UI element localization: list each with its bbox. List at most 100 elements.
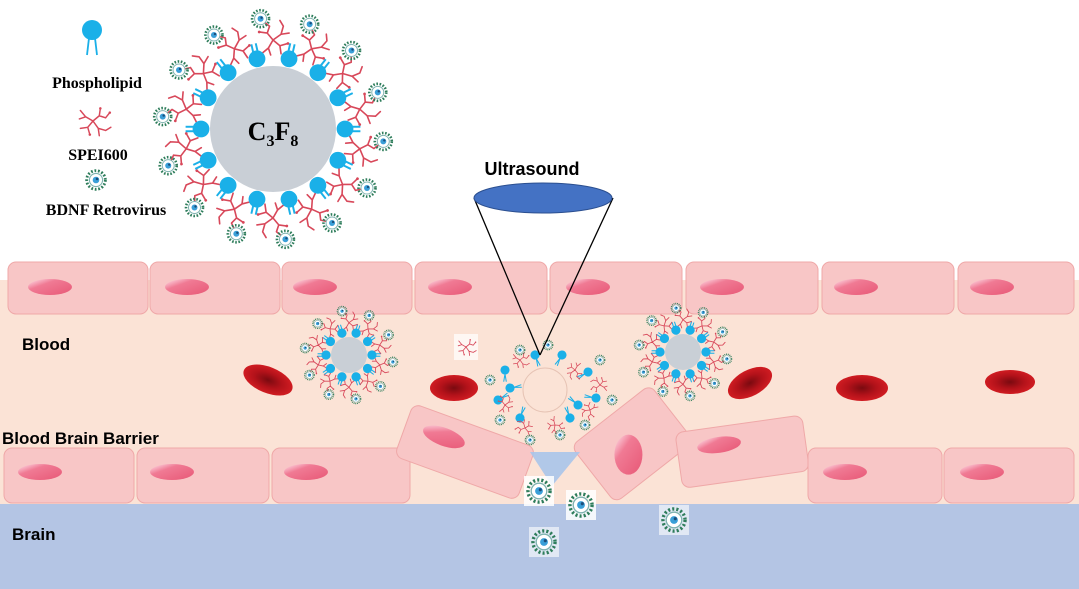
bdnf-retrovirus bbox=[709, 378, 720, 389]
endothelial-cell bbox=[943, 447, 1075, 504]
bdnf-retrovirus bbox=[357, 178, 377, 198]
large-microbubble bbox=[152, 8, 394, 250]
bdnf-retrovirus bbox=[494, 414, 506, 426]
phospholipid bbox=[337, 372, 347, 386]
cell-nucleus bbox=[28, 279, 72, 295]
bdnf-retrovirus bbox=[363, 310, 375, 321]
bdnf-retrovirus bbox=[606, 394, 618, 406]
endothelial-cell bbox=[136, 447, 270, 504]
bdnf-retrovirus bbox=[717, 326, 728, 338]
phospholipid bbox=[696, 360, 710, 372]
phospholipid bbox=[336, 120, 361, 138]
phospholipid bbox=[362, 335, 376, 347]
endothelial-cell bbox=[149, 261, 281, 315]
phospholipid bbox=[329, 151, 354, 170]
phospholipid bbox=[317, 350, 331, 360]
spei600-polymer bbox=[177, 47, 227, 96]
bdnf-retrovirus bbox=[204, 25, 224, 45]
blood-label: Blood bbox=[22, 335, 70, 354]
bdnf-retrovirus bbox=[275, 229, 296, 250]
cell-nucleus bbox=[165, 279, 209, 295]
phospholipid bbox=[309, 176, 331, 200]
phospholipid bbox=[351, 324, 361, 338]
bdnf-retrovirus bbox=[579, 419, 591, 431]
endothelial-cell bbox=[3, 447, 135, 504]
bdnf-retrovirus bbox=[514, 344, 526, 356]
phospholipid bbox=[651, 347, 665, 357]
bdnf-retrovirus bbox=[684, 390, 696, 402]
bdnf-retrovirus bbox=[594, 354, 606, 366]
spei600-polymer bbox=[176, 161, 226, 210]
bdnf-retrovirus bbox=[322, 213, 342, 233]
ultrasound-label: Ultrasound bbox=[484, 159, 579, 179]
microbubble-schematic bbox=[152, 8, 394, 250]
bdnf-retrovirus bbox=[367, 82, 388, 103]
spei600-polymer bbox=[257, 19, 291, 56]
bdnf-retrovirus bbox=[670, 302, 682, 314]
cell-nucleus bbox=[18, 464, 62, 480]
bdnf-retrovirus bbox=[646, 315, 657, 326]
endothelial-cell bbox=[957, 261, 1075, 315]
bdnf-retrovirus bbox=[484, 374, 496, 386]
legend-spei600: SPEI600 bbox=[68, 147, 128, 164]
bdnf-retrovirus bbox=[524, 434, 536, 446]
bdnf-retrovirus bbox=[299, 14, 320, 35]
bursting-microbubble bbox=[484, 339, 618, 446]
bdnf-retrovirus bbox=[341, 40, 362, 61]
phospholipid bbox=[362, 363, 376, 375]
endothelial-cell bbox=[821, 261, 955, 315]
retrovirus-icon bbox=[85, 169, 107, 191]
phospholipid bbox=[701, 347, 715, 357]
phospholipid bbox=[280, 190, 298, 215]
bdnf-retrovirus bbox=[336, 305, 348, 317]
microbubble-small bbox=[299, 305, 399, 405]
bdnf-retrovirus bbox=[323, 389, 335, 400]
top-endothelium bbox=[7, 261, 1075, 315]
endothelial-cell-displaced bbox=[675, 415, 809, 488]
red-blood-cell bbox=[243, 364, 293, 396]
bdnf-retrovirus bbox=[299, 342, 311, 354]
gas-core bbox=[210, 66, 336, 192]
bdnf-retrovirus bbox=[375, 381, 386, 392]
bottom-endothelium bbox=[3, 387, 1075, 504]
bdnf-retrovirus bbox=[383, 329, 394, 341]
bdnf-retrovirus bbox=[387, 356, 399, 368]
phospholipid bbox=[215, 58, 237, 82]
red-blood-cell bbox=[727, 366, 773, 400]
endothelial-cell bbox=[685, 261, 819, 315]
phospholipid bbox=[322, 363, 336, 375]
ultrasound-transducer bbox=[473, 182, 614, 356]
phospholipid-icon bbox=[82, 20, 102, 56]
endothelial-cell-displaced bbox=[573, 387, 692, 501]
bbb-label: Blood Brain Barrier bbox=[2, 429, 159, 448]
endothelial-cell-displaced bbox=[396, 405, 534, 499]
spei600-fragment bbox=[454, 334, 478, 360]
phospholipid bbox=[192, 151, 217, 170]
phospholipid bbox=[351, 372, 361, 386]
bdnf-retrovirus bbox=[226, 223, 247, 244]
bdnf-retrovirus bbox=[250, 8, 271, 29]
red-blood-cell bbox=[430, 375, 478, 401]
endothelial-cell bbox=[807, 447, 943, 504]
phospholipid bbox=[329, 88, 354, 107]
cell-nucleus bbox=[284, 464, 328, 480]
gas-core bbox=[331, 337, 367, 373]
cell-nucleus bbox=[960, 464, 1004, 480]
phospholipid bbox=[656, 360, 670, 372]
phospholipid bbox=[215, 176, 237, 200]
legend: Phospholipid SPEI600 BDNF Retrovirus bbox=[46, 20, 166, 219]
spei600-polymer bbox=[255, 202, 289, 239]
bdnf-retrovirus bbox=[697, 307, 709, 318]
cell-nucleus bbox=[697, 436, 741, 454]
phospholipid bbox=[280, 43, 298, 68]
spei600-polymer bbox=[319, 162, 369, 211]
phospholipid bbox=[248, 43, 266, 68]
bubble-core-label: C3F8 bbox=[248, 117, 299, 150]
bdnf-retrovirus bbox=[152, 106, 173, 127]
cell-nucleus bbox=[614, 434, 643, 475]
crossing-retroviruses bbox=[524, 476, 689, 557]
brain-label: Brain bbox=[12, 525, 55, 544]
cell-nucleus bbox=[566, 279, 610, 295]
